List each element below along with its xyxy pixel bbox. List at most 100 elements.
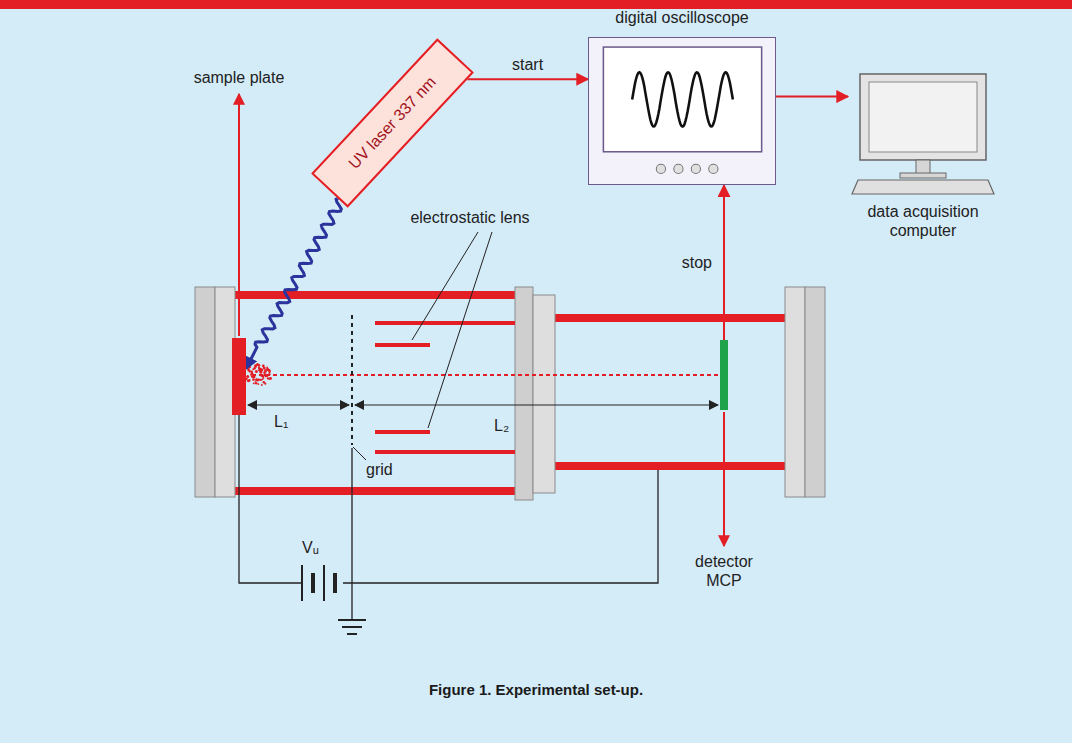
part-label: electrostatic lens xyxy=(410,208,529,227)
drawing-part xyxy=(347,633,357,635)
knob xyxy=(691,165,700,174)
edge-label: start xyxy=(512,55,543,74)
drawing-part xyxy=(343,470,658,583)
ion-dot xyxy=(260,374,262,376)
part-label: sample plate xyxy=(194,68,285,87)
knob xyxy=(656,165,665,174)
ion-dot xyxy=(247,380,249,382)
signal-arrow xyxy=(723,185,725,340)
ion-dot xyxy=(264,369,266,371)
ion-dot xyxy=(269,377,271,379)
part-label: grid xyxy=(366,460,393,479)
ion-dot xyxy=(258,369,260,371)
dimension-label: L₂ xyxy=(494,416,509,435)
drawing-part xyxy=(555,462,785,470)
ion-dot xyxy=(258,383,260,385)
sample-plate: sample plate xyxy=(232,338,246,415)
ion-dot xyxy=(262,364,265,367)
drawing-part xyxy=(353,447,366,460)
signal-arrow xyxy=(467,78,588,80)
laser-label: UV laser 337 nm xyxy=(344,73,439,173)
grid-electrode xyxy=(351,315,353,445)
figure-caption: Figure 1. Experimental set-up. xyxy=(429,681,643,699)
dimension-l2 xyxy=(355,404,718,405)
ion-dot xyxy=(268,373,270,375)
laser-box: UV laser 337 nm xyxy=(311,38,474,207)
ion-dot xyxy=(252,375,255,378)
ion-dot xyxy=(262,378,264,380)
sample-plate-pointer xyxy=(238,94,240,336)
monitor xyxy=(860,74,986,160)
ion-dot xyxy=(253,382,255,384)
drawing-part xyxy=(323,565,325,601)
drawing-part xyxy=(412,232,478,340)
computer: data acquisition computer xyxy=(848,72,998,240)
part-label: detector MCP xyxy=(684,552,764,590)
computer-drawing xyxy=(848,72,998,196)
ion-dot xyxy=(255,378,258,381)
drawing-part xyxy=(338,619,366,621)
ion-dot xyxy=(261,375,263,377)
ion-dot xyxy=(263,381,266,384)
ion-dot xyxy=(246,375,249,378)
ion-dot xyxy=(261,368,263,370)
screen xyxy=(603,47,761,152)
dimension-label: L₁ xyxy=(274,412,288,431)
sine-trace xyxy=(632,72,733,126)
drawing-part xyxy=(555,314,785,322)
bias-circuit xyxy=(239,415,658,634)
oscilloscope-screen xyxy=(589,38,775,184)
ion-dot xyxy=(258,364,261,367)
lens-plates xyxy=(375,323,515,452)
top-bar xyxy=(0,0,1072,9)
drawing-part xyxy=(301,565,303,601)
monitor-foot xyxy=(900,173,946,178)
ion-dot xyxy=(255,382,258,385)
drawing-part xyxy=(533,295,555,493)
ion-dot xyxy=(248,379,251,382)
drawing-part xyxy=(375,321,515,325)
dimension-l1 xyxy=(248,404,349,405)
vacuum-tube xyxy=(235,291,785,495)
device-title: data acquisition computer xyxy=(856,202,991,240)
drawing-part xyxy=(375,450,515,454)
oscilloscope-body xyxy=(588,37,776,185)
drawing-part xyxy=(195,287,215,497)
keyboard xyxy=(852,180,994,194)
voltage-label: Vᵤ xyxy=(302,538,319,557)
ion-dot xyxy=(269,377,272,380)
leader-lines xyxy=(353,232,492,460)
ion-dot xyxy=(263,367,266,370)
detector-pointer xyxy=(723,412,725,546)
monitor-stand xyxy=(916,160,930,174)
drawing-part xyxy=(785,287,805,497)
ion-dot xyxy=(259,368,261,370)
edge-label: stop xyxy=(682,253,712,272)
ion-dot xyxy=(268,371,270,373)
ion-dot xyxy=(263,367,265,369)
ion-dot xyxy=(262,375,265,378)
ion-dot xyxy=(251,376,253,378)
ion-dot xyxy=(252,378,255,381)
drawing-part xyxy=(311,573,315,593)
ion-dot xyxy=(251,372,253,374)
signal-arrow xyxy=(776,96,848,98)
detector-plate: detector MCP xyxy=(720,340,728,410)
ion-dot xyxy=(261,384,263,386)
knob xyxy=(709,165,718,174)
flanges xyxy=(195,287,825,500)
drawing-part xyxy=(342,626,362,628)
ion-dot xyxy=(253,367,256,370)
ion-dot xyxy=(255,370,258,373)
drawing-part xyxy=(235,487,515,495)
drawing-part xyxy=(375,343,430,347)
ion-dot xyxy=(265,374,268,377)
device-title: digital oscilloscope xyxy=(588,8,776,27)
drawing-part xyxy=(239,415,302,583)
ion-dot xyxy=(266,368,269,371)
ion-dot xyxy=(259,371,262,374)
drawing-part xyxy=(805,287,825,497)
ion-path xyxy=(252,374,719,376)
drawing-part xyxy=(428,232,492,428)
